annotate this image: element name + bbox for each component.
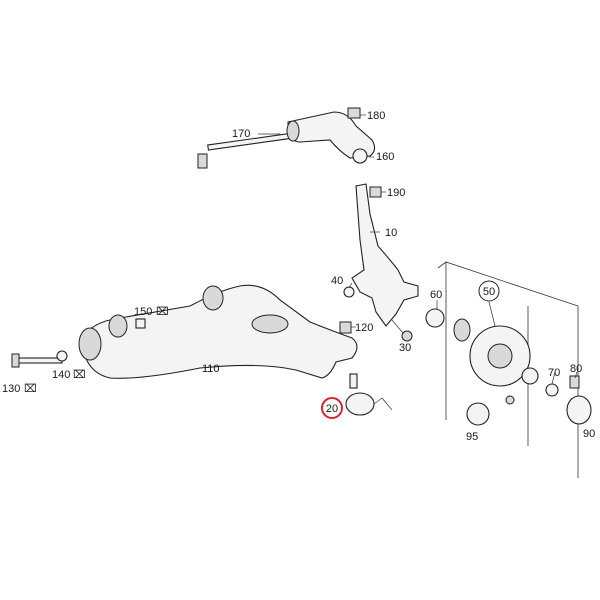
label-40: 40	[331, 275, 343, 287]
label-60: 60	[430, 289, 442, 301]
label-30: 30	[399, 342, 411, 354]
lower-control-arm-group	[11, 284, 358, 379]
ball-joint-20-body	[345, 392, 375, 416]
ball-joint-group	[345, 373, 393, 416]
label-150: 150	[134, 306, 152, 318]
bolt-130-shank	[17, 357, 63, 364]
ball-joint-20-stud	[349, 373, 358, 389]
part-labels: 170 180 160 190 10 40 150 120 30 60 110 …	[2, 110, 595, 443]
marker-150: ⌧	[156, 306, 169, 318]
marker-symbols: ⌧ ⌧ ⌧	[24, 306, 169, 395]
bolt-170-head	[197, 153, 208, 169]
bearing-outer	[521, 367, 539, 385]
small-plug	[505, 395, 515, 405]
label-170: 170	[232, 128, 250, 140]
label-90: 90	[583, 428, 595, 440]
marker-130: ⌧	[24, 383, 37, 395]
label-70: 70	[548, 367, 560, 379]
bearing-inner	[453, 318, 471, 342]
washer-140	[56, 350, 68, 362]
marker-140: ⌧	[73, 369, 86, 381]
upper-arm-bushing	[286, 120, 300, 142]
label-80: 80	[570, 363, 582, 375]
hub-assembly-group	[425, 261, 592, 478]
label-95: 95	[466, 431, 478, 443]
label-120: 120	[355, 322, 373, 334]
label-140: 140	[52, 369, 70, 381]
cap-90	[566, 395, 592, 425]
lower-arm-front-bushing	[78, 327, 102, 361]
bolt-80	[569, 375, 580, 389]
label-190: 190	[387, 187, 405, 199]
label-10: 10	[385, 227, 397, 239]
washer-40	[343, 286, 355, 298]
part-30	[401, 330, 413, 342]
label-180: 180	[367, 110, 385, 122]
highlight-ring-20	[321, 397, 343, 419]
nut-120	[339, 321, 352, 334]
lower-arm-center-boss	[251, 314, 289, 334]
label-50-circle	[478, 280, 500, 302]
bolt-170-shank	[207, 132, 295, 151]
nut-180	[347, 107, 361, 119]
label-50: 50	[483, 286, 495, 298]
washer-150	[135, 318, 146, 329]
upper-control-arm-group	[197, 107, 376, 169]
ball-joint-160	[352, 148, 368, 164]
bolt-130-head	[11, 353, 20, 368]
seal-60	[425, 308, 445, 328]
label-110: 110	[202, 363, 220, 375]
steering-knuckle	[351, 183, 419, 327]
label-20: 20	[326, 403, 338, 415]
washer-70	[545, 383, 559, 397]
steering-knuckle-group	[343, 183, 419, 342]
leader-lines	[258, 114, 578, 385]
lower-arm-rear-bushing-b	[108, 314, 128, 338]
lower-arm-rear-bushing-a	[202, 285, 224, 311]
hub-center	[487, 343, 513, 369]
label-160: 160	[376, 151, 394, 163]
label-130: 130	[2, 383, 20, 395]
cap-95	[466, 402, 490, 426]
nut-190	[369, 186, 382, 198]
